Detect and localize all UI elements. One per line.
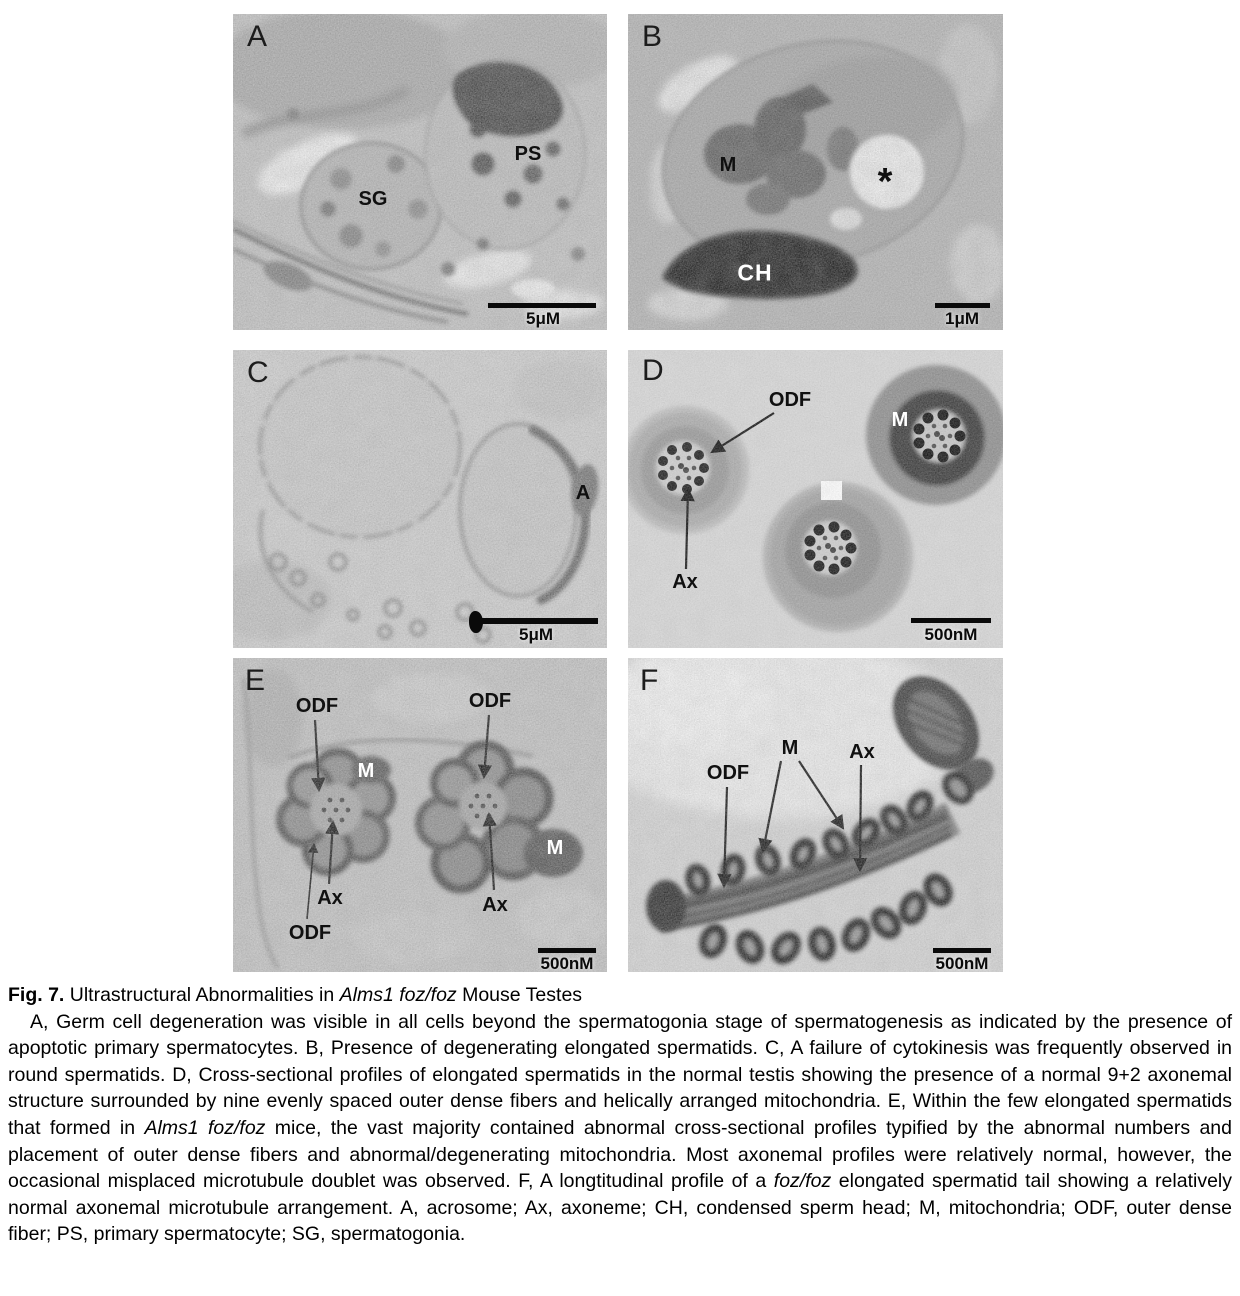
- label-ch: CH: [737, 259, 773, 286]
- figure-caption: Fig. 7. Ultrastructural Abnormalities in…: [8, 982, 1232, 1248]
- label-m: M: [781, 737, 799, 759]
- scale-bar: [481, 618, 598, 624]
- caption-body-seg-3: foz/foz: [773, 1170, 832, 1193]
- caption-body-seg-2: mice, the vast majority contained abnorm…: [8, 1116, 1232, 1193]
- label-m-left: M: [357, 760, 375, 782]
- panel-letter-d: D: [642, 354, 664, 387]
- panel-letter-b: B: [642, 20, 663, 53]
- label-acrosome: A: [575, 482, 591, 504]
- panel-c-micrograph: C A 5μM: [233, 350, 607, 648]
- label-odf: ODF: [768, 389, 812, 411]
- micrograph-f-art: [628, 658, 1003, 972]
- caption-body-seg-4: elongated spermatid tail showing a relat…: [8, 1170, 1232, 1246]
- caption-title-text: Ultrastructural Abnormalities in: [64, 984, 340, 1006]
- scale-bar-blob: [469, 611, 483, 633]
- scale-bar-label: 500nM: [540, 954, 594, 972]
- label-m-right: M: [546, 837, 564, 859]
- label-ax-right: Ax: [482, 894, 508, 916]
- scale-bar-label: 1μM: [944, 309, 980, 328]
- scale-bar-label: 500nM: [935, 954, 989, 972]
- label-m: M: [719, 154, 737, 176]
- scale-bar-label: 500nM: [924, 625, 978, 644]
- panel-f-micrograph: F ODF M Ax 500nM: [628, 658, 1003, 972]
- panel-letter-c: C: [247, 356, 269, 389]
- label-odf-top-left: ODF: [295, 695, 339, 717]
- scale-bar: [488, 303, 596, 308]
- micrograph-b-art: [628, 14, 1003, 330]
- label-odf: ODF: [706, 762, 750, 784]
- label-m: M: [891, 409, 909, 431]
- scale-bar-label: 5μM: [525, 309, 561, 328]
- scale-bar: [933, 948, 991, 953]
- panel-letter-e: E: [245, 664, 266, 697]
- label-ax-left: Ax: [317, 887, 343, 909]
- label-ax: Ax: [672, 571, 698, 593]
- caption-body-seg-1: Alms1 foz/foz: [144, 1116, 266, 1139]
- label-sg: SG: [358, 188, 388, 210]
- panel-e-micrograph: E ODF ODF M M Ax Ax ODF 500nM: [233, 658, 607, 972]
- scale-bar: [935, 303, 990, 308]
- label-asterisk: *: [877, 161, 893, 203]
- panel-b-micrograph: B M * CH 1μM: [628, 14, 1003, 330]
- panel-letter-f: F: [640, 664, 659, 697]
- panel-d-micrograph: D ODF M Ax 500nM: [628, 350, 1003, 648]
- scale-bar: [911, 618, 991, 623]
- scale-bar-label: 5μM: [518, 625, 554, 644]
- micrograph-c-art: [233, 350, 607, 648]
- label-ps: PS: [514, 143, 542, 165]
- caption-body: A, Germ cell degeneration was visible in…: [8, 1009, 1232, 1248]
- caption-title: Fig. 7. Ultrastructural Abnormalities in…: [8, 982, 1232, 1009]
- panel-a-micrograph: A SG PS 5μM: [233, 14, 607, 330]
- label-ax: Ax: [849, 741, 875, 763]
- label-odf-top-right: ODF: [468, 690, 512, 712]
- caption-body-seg-0: A, Germ cell degeneration was visible in…: [8, 1010, 1232, 1139]
- panel-letter-a: A: [247, 20, 268, 53]
- scale-bar: [538, 948, 596, 953]
- caption-fig-number: Fig. 7.: [8, 984, 65, 1006]
- micrograph-a-art: [233, 14, 607, 330]
- micrograph-e-art: [233, 658, 607, 972]
- label-odf-bottom-left: ODF: [288, 922, 332, 944]
- micrograph-d-art: [628, 350, 1003, 648]
- caption-title-tail: Mouse Testes: [456, 984, 583, 1006]
- caption-title-genotype: Alms1 foz/foz: [339, 984, 457, 1006]
